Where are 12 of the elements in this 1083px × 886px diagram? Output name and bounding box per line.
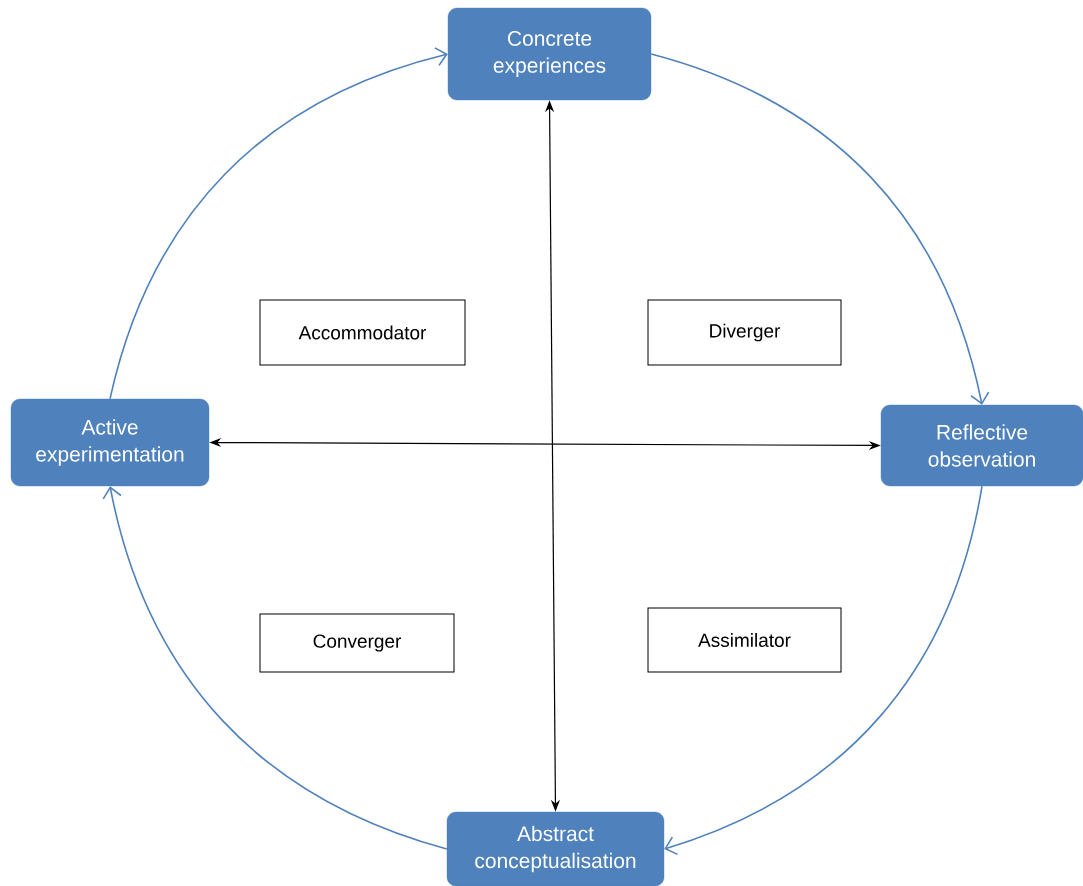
cycle-arrow	[664, 485, 983, 856]
cycle-arrow	[650, 53, 990, 405]
style-box: Diverger	[647, 299, 842, 366]
style-box: Assimilator	[647, 607, 842, 673]
style-box: Accommodator	[259, 299, 466, 366]
stage-box: Concrete experiences	[447, 7, 652, 101]
cycle-arrow	[102, 486, 448, 850]
stage-box: Abstract conceptualisation	[446, 811, 665, 886]
cycle-arrow	[109, 47, 448, 400]
stage-box: Reflective observation	[880, 404, 1083, 487]
stage-box: Active experimentation	[10, 398, 210, 487]
style-box: Converger	[259, 613, 455, 673]
